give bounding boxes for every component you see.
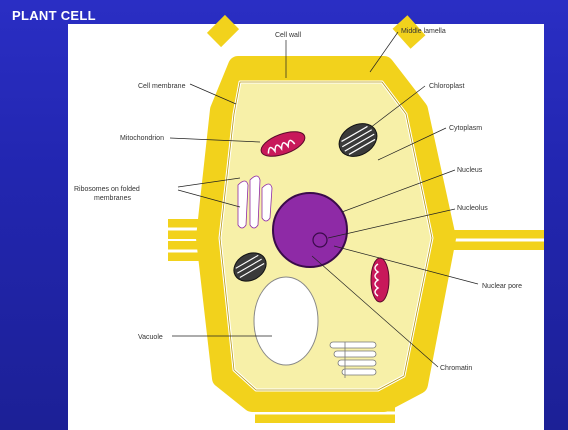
nucleus [273,193,347,267]
label-cell-membrane: Cell membrane [138,83,186,90]
label-chromatin: Chromatin [440,365,472,372]
label-cytoplasm: Cytoplasm [449,125,482,132]
label-nucleolus: Nucleolus [457,205,488,212]
label-vacuole: Vacuole [138,334,163,341]
label-ribosomes-line1: Ribosomes on folded [74,186,140,193]
label-nuclear-pore: Nuclear pore [482,283,522,290]
vacuole [254,277,318,365]
label-middle-lamella: Middle lamella [401,28,446,35]
label-ribosomes-line2: membranes [94,195,131,202]
label-mitochondrion: Mitochondrion [120,135,164,142]
label-cell-wall: Cell wall [275,32,302,39]
label-chloroplast: Chloroplast [429,83,464,90]
label-nucleus: Nucleus [457,167,483,174]
mitochondrion-right [371,258,389,302]
